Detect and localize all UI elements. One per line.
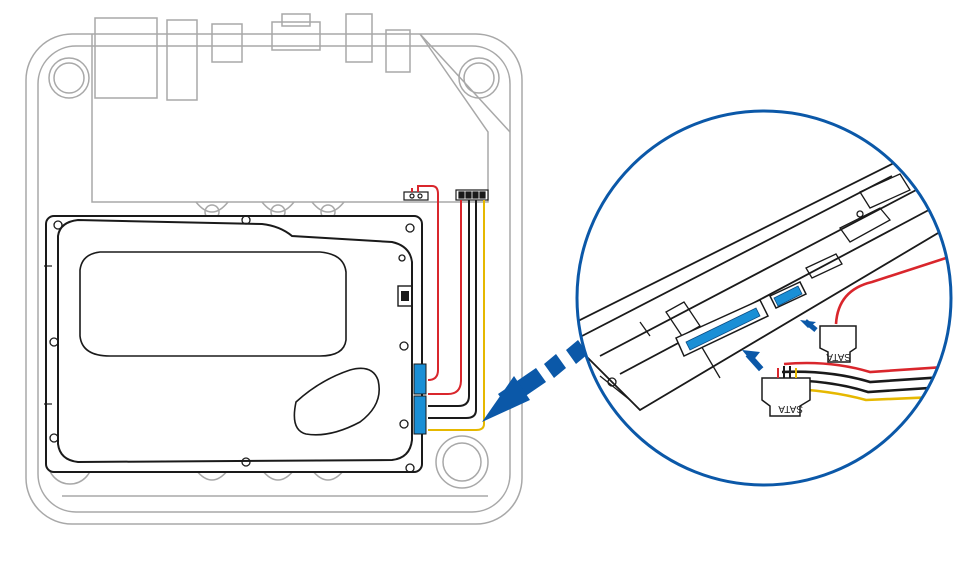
- sata-data-connector: [819, 325, 857, 363]
- sata-label-power: SATA: [778, 403, 803, 414]
- board-headers: [403, 189, 489, 201]
- drive-sata-ports: [413, 363, 427, 435]
- sata-cable: [411, 185, 485, 431]
- insert-arrow: [742, 319, 818, 372]
- detail-data-port: [675, 281, 808, 358]
- sata-power-connector: [761, 377, 811, 417]
- callout-arrow: [482, 340, 588, 422]
- hard-drive: [44, 215, 423, 473]
- sata-label-data: SATA: [826, 351, 851, 362]
- magnified-detail-circle: SATA SATA: [575, 109, 953, 487]
